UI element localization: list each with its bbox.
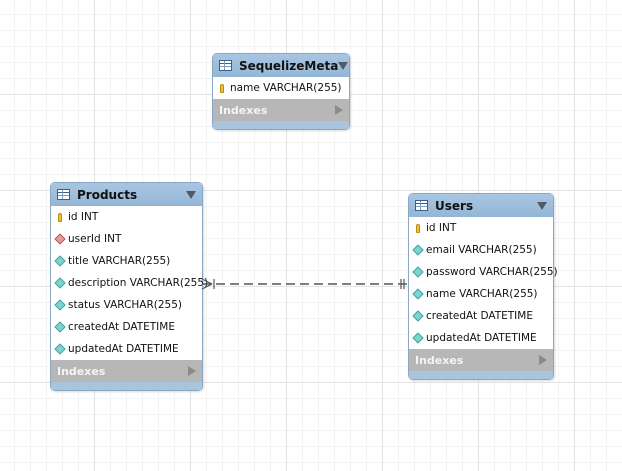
collapse-triangle-icon[interactable] — [186, 190, 196, 199]
indexes-label: Indexes — [219, 103, 268, 117]
collapse-triangle-icon[interactable] — [338, 61, 349, 70]
column-label: description VARCHAR(255) — [68, 277, 209, 289]
table-icon — [219, 60, 232, 71]
table-header[interactable]: Users — [409, 194, 553, 217]
expand-triangle-icon[interactable] — [539, 355, 547, 365]
indexes-section[interactable]: Indexes — [409, 349, 553, 371]
column-row[interactable]: description VARCHAR(255) — [51, 272, 208, 294]
column-list: id INT userId INT title VARCHAR(255) des… — [51, 206, 208, 360]
column-list: id INT email VARCHAR(255) password VARCH… — [409, 217, 558, 349]
column-label: title VARCHAR(255) — [68, 255, 171, 267]
column-label: email VARCHAR(255) — [426, 244, 537, 256]
column-row[interactable]: name VARCHAR(255) — [213, 77, 349, 99]
column-label: createdAt DATETIME — [426, 310, 533, 322]
column-label: password VARCHAR(255) — [426, 266, 558, 278]
column-row[interactable]: createdAt DATETIME — [51, 316, 202, 338]
table-users[interactable]: Users id INT email VARCHAR(255) password… — [408, 193, 558, 380]
table-name: SequelizeMeta — [239, 58, 339, 73]
primary-key-icon — [55, 211, 64, 223]
column-row[interactable]: id INT — [409, 217, 553, 239]
column-label: status VARCHAR(255) — [68, 299, 183, 311]
column-row[interactable]: userId INT — [51, 228, 202, 250]
column-label: updatedAt DATETIME — [68, 343, 179, 355]
expand-triangle-icon[interactable] — [188, 366, 196, 376]
column-label: createdAt DATETIME — [68, 321, 175, 333]
primary-key-icon — [217, 82, 226, 94]
table-name: Users — [435, 198, 474, 213]
column-label: name VARCHAR(255) — [230, 82, 342, 94]
column-list: name VARCHAR(255) — [213, 77, 349, 99]
column-label: id INT — [68, 211, 99, 223]
table-footer — [409, 371, 553, 379]
table-footer — [51, 382, 202, 390]
table-header[interactable]: Products — [51, 183, 202, 206]
table-footer — [213, 121, 349, 129]
column-row[interactable]: name VARCHAR(255) — [409, 283, 553, 305]
primary-key-icon — [413, 222, 422, 234]
column-row[interactable]: updatedAt DATETIME — [409, 327, 553, 349]
column-label: updatedAt DATETIME — [426, 332, 537, 344]
table-name: Products — [77, 187, 138, 202]
indexes-label: Indexes — [57, 364, 106, 378]
indexes-section[interactable]: Indexes — [51, 360, 202, 382]
column-row[interactable]: status VARCHAR(255) — [51, 294, 202, 316]
column-row[interactable]: id INT — [51, 206, 202, 228]
table-icon — [57, 189, 70, 200]
table-sequelizemeta[interactable]: SequelizeMeta name VARCHAR(255) Indexes — [212, 53, 350, 130]
column-row[interactable]: createdAt DATETIME — [409, 305, 553, 327]
indexes-section[interactable]: Indexes — [213, 99, 349, 121]
one-marker — [400, 279, 405, 289]
column-row[interactable]: password VARCHAR(255) — [409, 261, 558, 283]
collapse-triangle-icon[interactable] — [537, 201, 547, 210]
column-label: id INT — [426, 222, 457, 234]
column-label: userId INT — [68, 233, 122, 245]
table-products[interactable]: Products id INT userId INT title VARCHAR… — [50, 182, 208, 391]
expand-triangle-icon[interactable] — [335, 105, 343, 115]
indexes-label: Indexes — [415, 353, 464, 367]
table-icon — [415, 200, 428, 211]
column-label: name VARCHAR(255) — [426, 288, 538, 300]
column-row[interactable]: title VARCHAR(255) — [51, 250, 202, 272]
column-row[interactable]: email VARCHAR(255) — [409, 239, 553, 261]
crows-foot-many-marker — [201, 278, 215, 290]
table-header[interactable]: SequelizeMeta — [213, 54, 349, 77]
column-row[interactable]: updatedAt DATETIME — [51, 338, 202, 360]
